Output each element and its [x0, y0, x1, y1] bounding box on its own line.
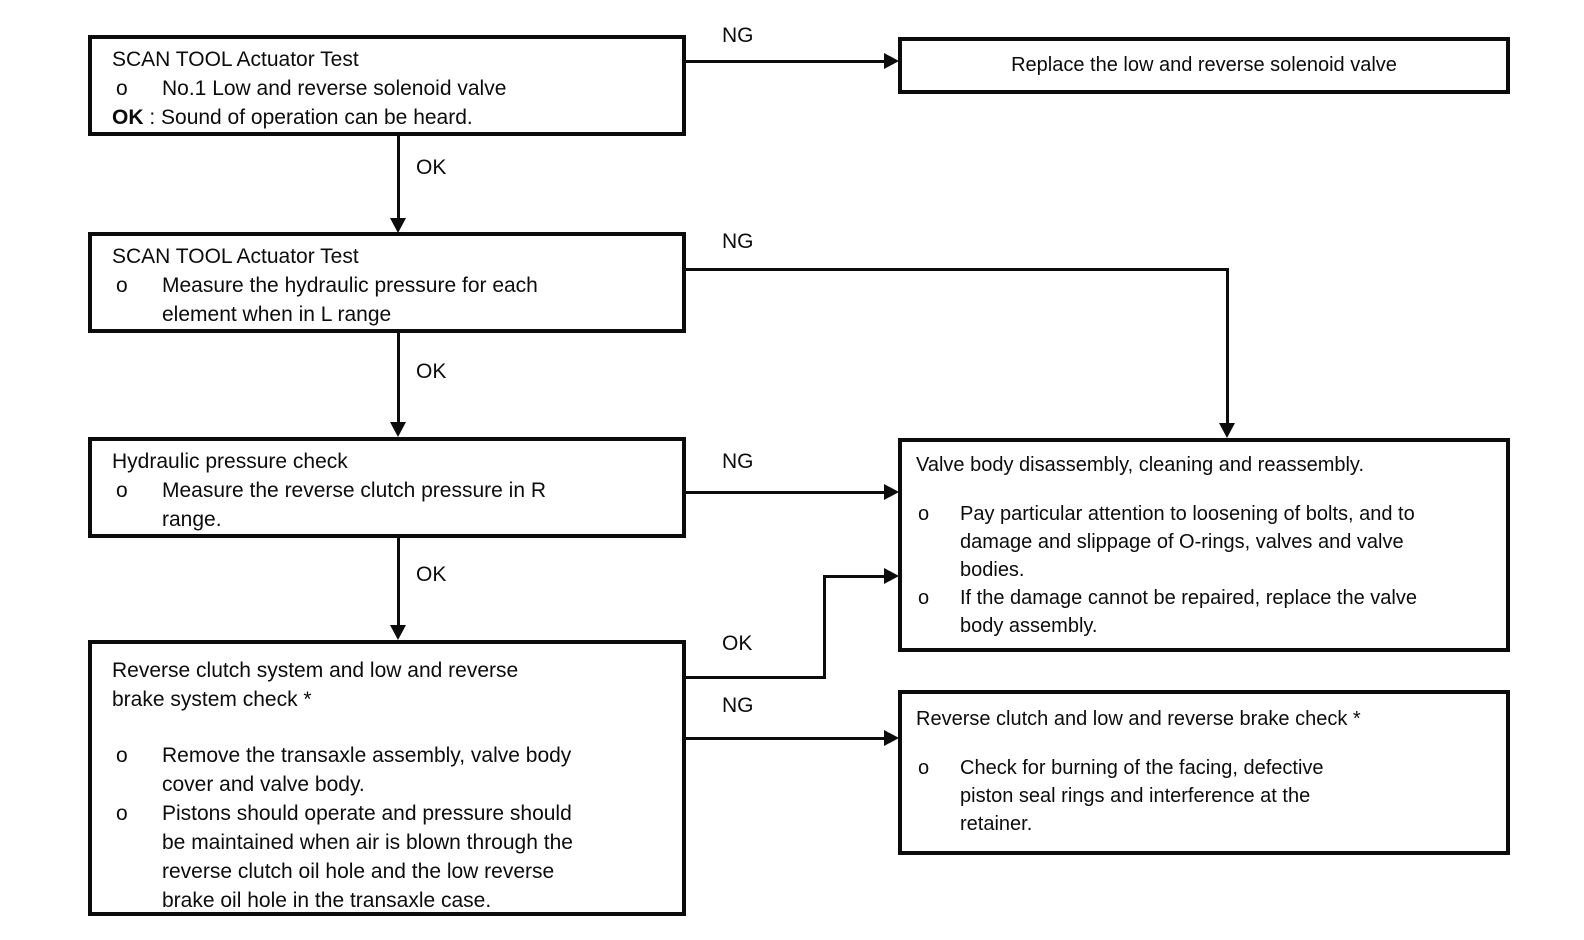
node-reverse-clutch-system-check: Reverse clutch system and low and revers…: [88, 640, 686, 916]
arrowhead-down-icon: [390, 625, 406, 640]
connector-line: [397, 535, 400, 626]
bullet-text: Measure the hydraulic pressure for each …: [162, 274, 538, 326]
node-reverse-clutch-brake-check: Reverse clutch and low and reverse brake…: [898, 690, 1510, 855]
connector-line: [686, 737, 884, 740]
bullet-text: No.1 Low and reverse solenoid valve: [162, 77, 507, 100]
ok-criteria-text: : Sound of operation can be heard.: [143, 106, 473, 129]
connector-line: [823, 576, 826, 679]
node-valve-body-disassembly: Valve body disassembly, cleaning and rea…: [898, 438, 1510, 652]
bullet-text: Remove the transaxle assembly, valve bod…: [162, 744, 572, 796]
node-replace-solenoid-valve: Replace the low and reverse solenoid val…: [898, 37, 1510, 94]
bullet-item: o Pay particular attention to loosening …: [916, 500, 1494, 584]
bullet-item: o If the damage cannot be repaired, repl…: [916, 584, 1494, 640]
ok-criteria-line: OK : Sound of operation can be heard.: [112, 103, 668, 132]
ok-criteria-label: OK: [112, 106, 144, 129]
node-title: Replace the low and reverse solenoid val…: [1011, 54, 1397, 76]
connector-line: [686, 60, 884, 63]
bullet-text: If the damage cannot be repaired, replac…: [960, 587, 1417, 637]
bullet-marker: o: [116, 479, 128, 502]
node-title: SCAN TOOL Actuator Test: [112, 245, 359, 268]
bullet-marker: o: [918, 587, 930, 609]
bullet-item: o Remove the transaxle assembly, valve b…: [112, 741, 668, 799]
connector-line: [686, 268, 1229, 271]
edge-label-ok: OK: [416, 156, 447, 179]
edge-label-ok: OK: [722, 632, 753, 655]
arrowhead-right-icon: [884, 484, 899, 500]
arrowhead-down-icon: [390, 422, 406, 437]
node-title: Reverse clutch and low and reverse brake…: [916, 708, 1361, 730]
bullet-marker: o: [116, 77, 128, 100]
connector-line: [686, 491, 884, 494]
node-title: SCAN TOOL Actuator Test: [112, 48, 359, 71]
connector-line: [397, 133, 400, 219]
bullet-marker: o: [116, 274, 128, 297]
node-title: Reverse clutch system and low and revers…: [112, 659, 519, 711]
bullet-marker: o: [918, 757, 930, 779]
arrowhead-right-icon: [884, 568, 899, 584]
node-scan-tool-actuator-test-1: SCAN TOOL Actuator Test o No.1 Low and r…: [88, 35, 686, 136]
bullet-item: o Measure the reverse clutch pressure in…: [112, 476, 668, 534]
arrowhead-down-icon: [1219, 423, 1235, 438]
connector-line: [1226, 268, 1229, 424]
arrowhead-down-icon: [390, 218, 406, 233]
bullet-item: o No.1 Low and reverse solenoid valve: [112, 74, 668, 103]
bullet-marker: o: [116, 802, 128, 825]
node-title: Hydraulic pressure check: [112, 450, 348, 473]
bullet-item: o Measure the hydraulic pressure for eac…: [112, 271, 668, 329]
node-hydraulic-pressure-check: Hydraulic pressure check o Measure the r…: [88, 437, 686, 538]
bullet-text: Pistons should operate and pressure shou…: [162, 802, 573, 912]
connector-line: [397, 331, 400, 423]
connector-line: [686, 676, 826, 679]
connector-line: [823, 575, 884, 578]
arrowhead-right-icon: [884, 53, 899, 69]
bullet-item: o Pistons should operate and pressure sh…: [112, 799, 668, 915]
edge-label-ok: OK: [416, 360, 447, 383]
bullet-text: Check for burning of the facing, defecti…: [960, 757, 1324, 835]
bullet-text: Measure the reverse clutch pressure in R…: [162, 479, 546, 531]
bullet-item: o Check for burning of the facing, defec…: [916, 754, 1494, 838]
edge-label-ng: NG: [722, 694, 754, 717]
edge-label-ng: NG: [722, 230, 754, 253]
bullet-marker: o: [918, 503, 930, 525]
edge-label-ng: NG: [722, 24, 754, 47]
edge-label-ng: NG: [722, 450, 754, 473]
node-scan-tool-actuator-test-2: SCAN TOOL Actuator Test o Measure the hy…: [88, 232, 686, 333]
bullet-text: Pay particular attention to loosening of…: [960, 503, 1415, 581]
edge-label-ok: OK: [416, 563, 447, 586]
arrowhead-right-icon: [884, 730, 899, 746]
bullet-marker: o: [116, 744, 128, 767]
node-title: Valve body disassembly, cleaning and rea…: [916, 454, 1365, 476]
